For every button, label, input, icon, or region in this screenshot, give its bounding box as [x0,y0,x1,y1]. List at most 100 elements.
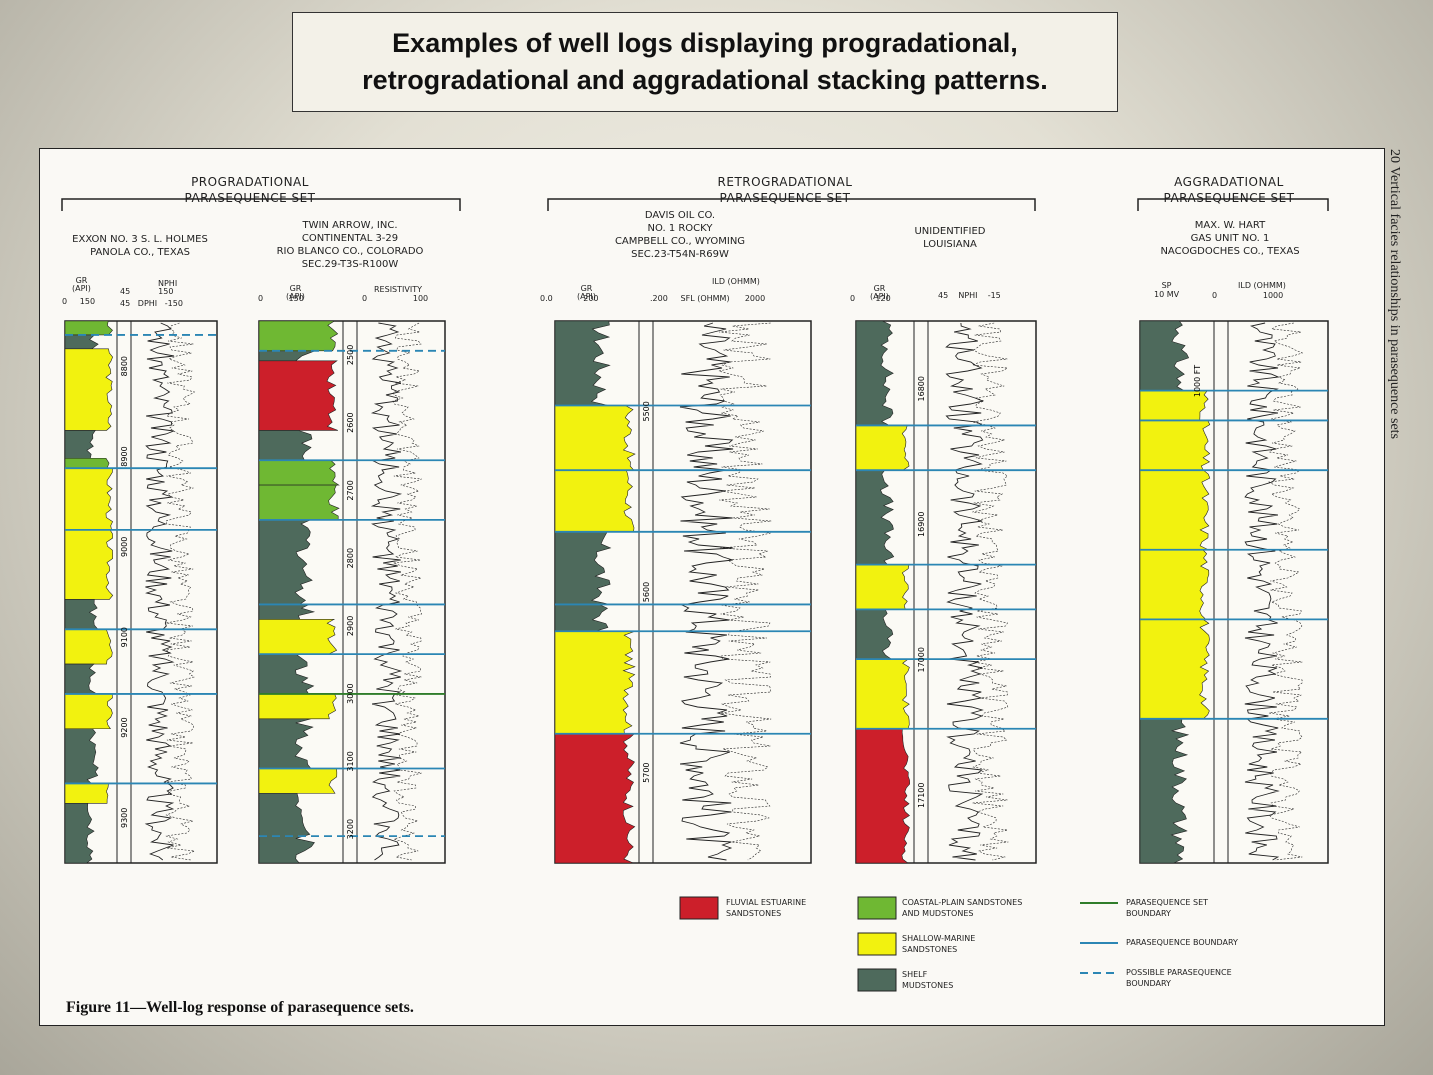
well-2-header: TWIN ARROW, INC. CONTINENTAL 3-29 RIO BL… [276,220,424,270]
facies-fill-fluvial [554,733,636,864]
w3-sfl-label: .200 SFL (OHMM) 2000 [650,294,766,303]
legend-ps-label: PARASEQUENCE BOUNDARY [1126,938,1238,947]
w4-gr-range: 0 120 [850,294,891,303]
facies-fill-coastal [64,320,113,336]
set-bracket [547,198,1036,211]
depth-label: 2700 [346,480,355,500]
facies-fill-shelf [258,793,315,864]
figure-scan: 8800 8900 9000 9100 9200 9300 2500 2600 2700 2800… [39,148,1402,1026]
depth-label: 5700 [642,762,651,782]
side-running-title: 20 Vertical facies relationships in para… [1374,149,1402,569]
w1-nphi-label: NPHI [158,279,178,288]
log-curve [1268,322,1304,861]
facies-fill-shelf [258,519,313,605]
w2-gr-label: GR (API) [286,284,305,301]
legend-swatch-shallow [857,932,897,956]
slide-title-line-1: Examples of well logs displaying prograd… [392,28,1018,58]
w5-sp-label: SP 10 MV [1154,281,1180,299]
depth-label: 3000 [346,683,355,703]
facies-fill-shelf [1139,718,1190,864]
facies-fill-shelf [64,430,96,459]
prograd-subheading: PARASEQUENCE SET [184,191,316,205]
slide-title-line-2: retrogradational and aggradational stack… [362,65,1048,95]
figure-caption: Figure 11—Well-log response of paraseque… [66,999,414,1016]
depth-label: 2800 [346,548,355,568]
facies-fill-shallow [64,467,113,531]
w1-gr-label: GR (API) [72,276,91,293]
depth-label: 17100 [917,783,926,808]
facies-fill-shallow [554,405,636,471]
depth-label: 17000 [917,647,926,672]
facies-fill-fluvial [855,728,910,864]
log-curve [972,322,1009,861]
log-curve [718,322,772,861]
legend-shallow-label: SHALLOW-MARINE SANDSTONES [902,934,976,954]
facies-fill-coastal [64,457,110,469]
w4-gr-label: GR (API) [870,284,889,301]
legend-coastal-label: COASTAL-PLAIN SANDSTONES AND MUDSTONES [902,898,1023,918]
depth-label: 9000 [120,537,129,557]
depth-label: 8800 [120,356,129,376]
well-4-header: UNIDENTIFIED LOUISIANA [914,226,986,250]
facies-fill-shallow [1139,549,1210,620]
legend-swatch-shelf [857,968,897,992]
facies-fill-shallow [64,529,114,600]
legend-swatch-fluvial [679,896,719,920]
depth-label: 3100 [346,751,355,771]
depth-label: 2500 [346,345,355,365]
side-title: Vertical facies relationships in paraseq… [1387,166,1402,440]
facies-fill-shelf [855,320,894,426]
facies-fill-shallow [554,469,635,533]
w1-dphi-range: 45 DPHI -150 [120,299,183,308]
w3-ild-label: ILD (OHMM) [712,277,760,286]
facies-fill-shallow [258,768,338,794]
aggrad-heading: AGGRADATIONAL [1174,175,1284,189]
facies-fill-coastal [258,484,340,521]
facies-fill-shallow [855,425,910,471]
depth-label: 2600 [346,412,355,432]
retro-heading: RETROGRADATIONAL [717,175,853,189]
slide-title: Examples of well logs displaying prograd… [292,12,1118,112]
facies-fill-shallow [258,693,337,720]
prograd-heading: PROGRADATIONAL [191,175,309,189]
w3-gr-range: 0.0 200 [540,294,599,303]
facies-fill-shelf [554,531,612,605]
depth-label: 9100 [120,627,129,647]
aggrad-subheading: PARASEQUENCE SET [1163,191,1295,205]
facies-fill-shelf [64,599,99,630]
facies-fill-shallow [64,783,109,804]
facies-fill-shelf [554,320,611,406]
legend-possible-label: POSSIBLE PARASEQUENCE BOUNDARY [1126,968,1232,988]
depth-label: 3200 [346,819,355,839]
w2-res-range: 0 100 [362,294,429,303]
page-number: 20 [1387,149,1402,163]
facies-fill-shallow [1139,469,1211,551]
w2-res-label: RESISTIVITY [374,285,422,294]
w4-nphi-label: 45 NPHI -15 [938,291,1001,300]
depth-label: 8900 [120,446,129,466]
facies-fill-shallow [258,619,338,655]
w1-nphi-range: 45 150 [120,287,174,296]
facies-fill-shelf [64,728,99,784]
depth-label: 9200 [120,717,129,737]
well-1-header: EXXON NO. 3 S. L. HOLMES PANOLA CO., TEX… [72,234,208,258]
facies-fill-coastal [258,320,339,352]
legend-swatch-coastal [857,896,897,920]
retro-subheading: PARASEQUENCE SET [719,191,851,205]
log-curve [370,322,403,861]
depth-label: 5600 [642,582,651,602]
facies-fill-fluvial [258,360,338,431]
well-log-figure: 8800 8900 9000 9100 9200 9300 2500 2600 2700 2800… [61,198,1329,992]
w2-gr-range: 0 150 [258,294,304,303]
log-curve [392,322,423,861]
depth-label: 9300 [120,808,129,828]
facies-fill-shelf [855,469,895,565]
legend-ps-set-label: PARASEQUENCE SET BOUNDARY [1126,898,1209,918]
facies-fill-coastal [258,459,340,486]
depth-label: 2900 [346,616,355,636]
facies-fill-shallow [1139,619,1210,720]
log-curve [1244,322,1280,861]
w5-ild-label: ILD (OHMM) [1238,281,1286,290]
well-5-header: MAX. W. HART GAS UNIT NO. 1 NACOGDOCHES … [1160,220,1300,257]
w3-gr-label: GR (API) [577,284,596,301]
